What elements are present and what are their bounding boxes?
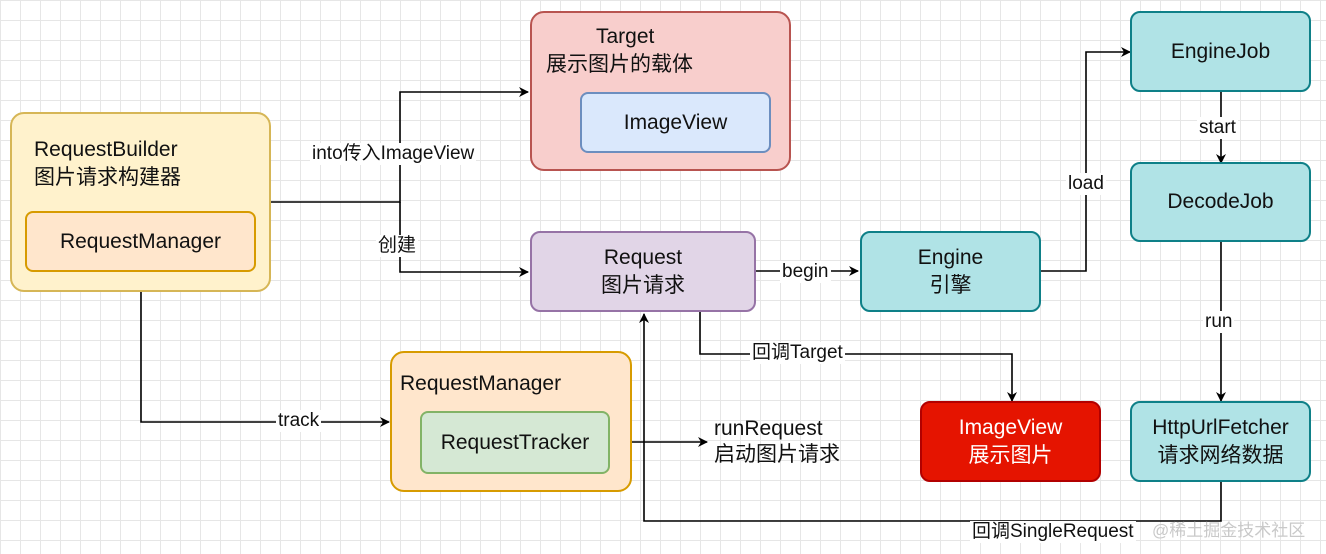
run-request-text: runRequest 启动图片请求 [714, 416, 840, 468]
target-title: Target [596, 25, 655, 48]
request-builder-title: RequestBuilder [34, 138, 178, 161]
http-url-fetcher-node: HttpUrlFetcher 请求网络数据 [1130, 401, 1311, 482]
edge-label-begin: begin [780, 261, 831, 283]
imageview-inner-node: ImageView [580, 92, 771, 153]
decode-job-node: DecodeJob [1130, 162, 1311, 242]
imageview-display-node: ImageView 展示图片 [920, 401, 1101, 482]
request-manager-inner-node: RequestManager [25, 211, 256, 272]
imageview-display-subtitle: 展示图片 [968, 443, 1053, 467]
http-url-fetcher-subtitle: 请求网络数据 [1157, 443, 1284, 467]
target-subtitle: 展示图片的载体 [546, 53, 693, 76]
request-tracker-label: RequestTracker [440, 430, 590, 454]
imageview-display-title: ImageView [958, 415, 1063, 439]
edge-label-into: into传入ImageView [310, 143, 477, 165]
edge-callback-target [699, 311, 1017, 402]
engine-subtitle: 引擎 [929, 273, 972, 297]
edge-callback-single [639, 313, 1222, 522]
run-request-title: runRequest [714, 417, 823, 440]
request-manager-outer-title: RequestManager [400, 372, 562, 395]
engine-job-node: EngineJob [1130, 11, 1311, 92]
edge-label-start: start [1197, 117, 1238, 139]
edge-label-callback-target: 回调Target [750, 342, 845, 364]
request-manager-inner-label: RequestManager [59, 229, 222, 253]
edge-label-create: 创建 [376, 235, 419, 257]
watermark: @稀土掘金技术社区 [1152, 521, 1306, 540]
edge-load [1041, 47, 1131, 272]
http-url-fetcher-title: HttpUrlFetcher [1152, 415, 1289, 439]
engine-job-label: EngineJob [1170, 39, 1271, 63]
request-node: Request 图片请求 [530, 231, 756, 312]
edge-label-run: run [1203, 311, 1235, 333]
imageview-inner-label: ImageView [623, 110, 728, 134]
engine-node: Engine 引擎 [860, 231, 1041, 312]
edge-label-track: track [276, 410, 322, 432]
request-tracker-node: RequestTracker [420, 411, 610, 474]
engine-title: Engine [917, 245, 984, 269]
request-title: Request [603, 245, 683, 269]
request-builder-subtitle: 图片请求构建器 [34, 166, 181, 189]
decode-job-label: DecodeJob [1167, 190, 1274, 213]
run-request-subtitle: 启动图片请求 [714, 443, 840, 466]
edge-label-load: load [1066, 173, 1106, 195]
edge-label-callback-single: 回调SingleRequest [970, 521, 1136, 543]
edge-track [140, 271, 390, 427]
request-subtitle: 图片请求 [601, 273, 685, 297]
edge-create-request [399, 202, 529, 277]
